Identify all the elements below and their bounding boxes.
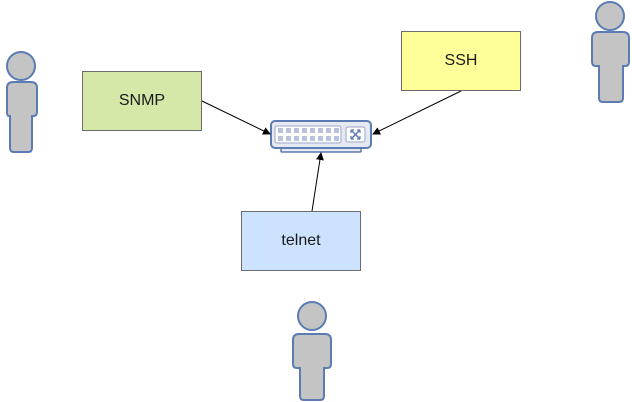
ssh-box[interactable]: SSH	[401, 31, 521, 91]
user-icon	[591, 1, 630, 103]
ssh-connector	[372, 90, 462, 135]
telnet-label: telnet	[281, 232, 321, 249]
telnet-connector	[311, 152, 324, 212]
user-icon	[6, 51, 38, 153]
snmp-box[interactable]: SNMP	[82, 71, 202, 131]
network-switch-icon	[270, 120, 372, 153]
snmp-connector	[201, 100, 271, 135]
snmp-label: SNMP	[118, 92, 166, 109]
telnet-box[interactable]: telnet	[241, 211, 361, 271]
user-icon	[292, 301, 332, 401]
ssh-label: SSH	[444, 52, 478, 69]
